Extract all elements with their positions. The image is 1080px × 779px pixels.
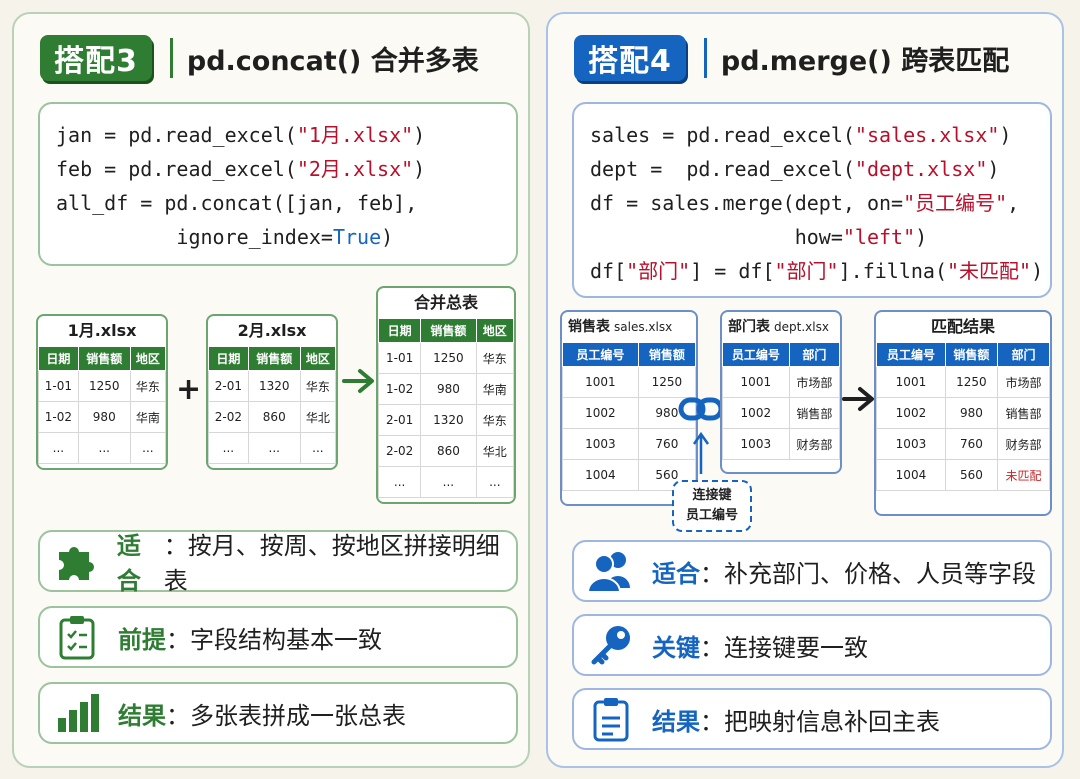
join-key-label: 连接键 员工编号 xyxy=(672,480,752,532)
feature-key: 关键：连接键要一致 xyxy=(572,614,1052,676)
feature-suitable: 适合：按月、按周、按地区拼接明细表 xyxy=(38,530,518,595)
merged-table-title: 合并总表 xyxy=(413,293,478,312)
document-icon xyxy=(584,695,638,743)
arrow-right-icon xyxy=(842,384,876,418)
concat-panel: 搭配3 pd.concat() 合并多表 jan = pd.read_excel… xyxy=(12,12,530,768)
concat-code-block: jan = pd.read_excel("1月.xlsx") feb = pd.… xyxy=(38,102,518,266)
key-icon xyxy=(584,621,638,669)
merge-title: pd.merge() 跨表匹配 xyxy=(720,45,1010,77)
feature-result: 结果：把映射信息补回主表 xyxy=(572,688,1052,750)
users-icon xyxy=(584,547,638,595)
arrow-right-icon xyxy=(342,366,376,404)
header-divider xyxy=(169,38,173,78)
result-table-title: 匹配结果 xyxy=(930,317,995,336)
feb-table-title: 2月.xlsx xyxy=(237,321,307,340)
plus-sign: + xyxy=(176,372,202,407)
concat-header: 搭配3 pd.concat() 合并多表 xyxy=(40,32,518,84)
merge-header: 搭配4 pd.merge() 跨表匹配 xyxy=(574,32,1052,84)
unmatched-cell: 未匹配 xyxy=(996,459,1050,491)
jan-table-title: 1月.xlsx xyxy=(67,321,137,340)
merge-panel: 搭配4 pd.merge() 跨表匹配 sales = pd.read_exce… xyxy=(546,12,1064,768)
feature-prerequisite: 前提：字段结构基本一致 xyxy=(38,606,518,668)
concat-badge: 搭配3 xyxy=(40,35,152,81)
link-icon xyxy=(678,394,724,428)
feature-result: 结果：多张表拼成一张总表 xyxy=(38,682,518,744)
concat-title: pd.concat() 合并多表 xyxy=(186,45,479,77)
table-row: ......... xyxy=(378,466,514,498)
table-row: ......... xyxy=(208,432,336,464)
puzzle-icon xyxy=(50,537,103,585)
merge-badge: 搭配4 xyxy=(574,35,686,81)
arrow-up-icon xyxy=(692,430,710,480)
table-row: ......... xyxy=(38,432,166,464)
header-divider xyxy=(703,38,707,78)
merge-code-block: sales = pd.read_excel("sales.xlsx") dept… xyxy=(572,102,1052,298)
feature-suitable: 适合：补充部门、价格、人员等字段 xyxy=(572,540,1052,602)
clipboard-list-icon xyxy=(50,613,104,661)
bar-chart-icon xyxy=(50,689,104,737)
